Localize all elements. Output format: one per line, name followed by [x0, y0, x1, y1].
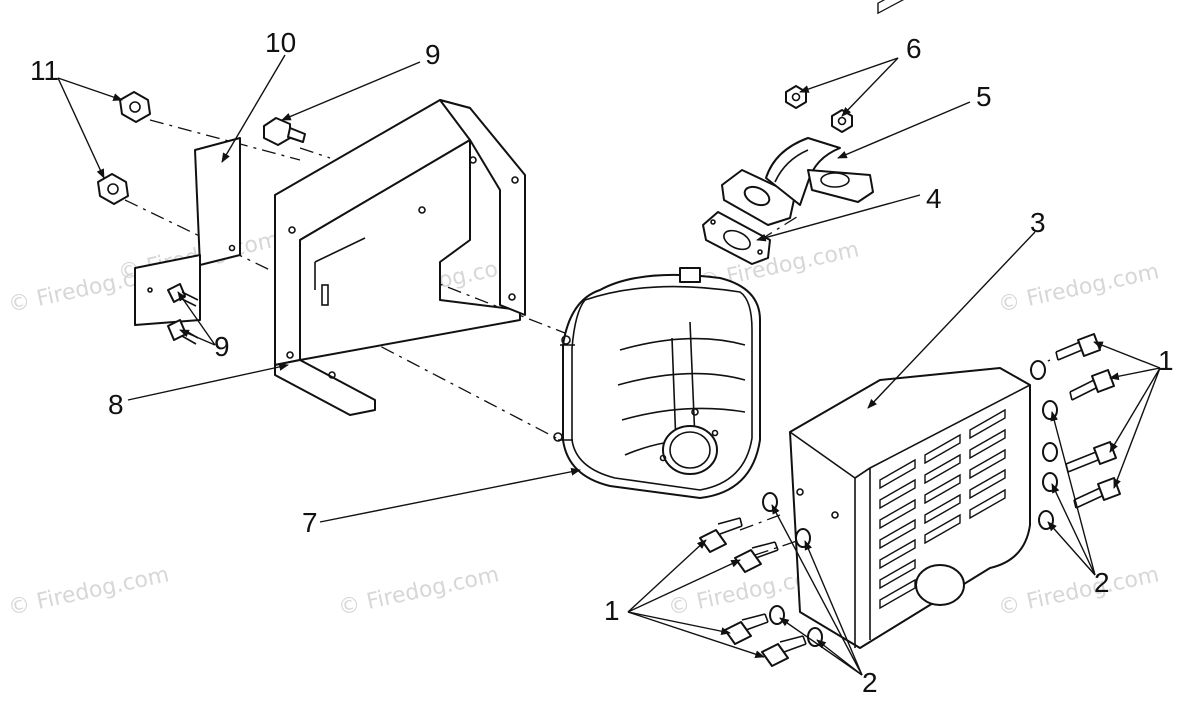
nuts-part-11: [97, 91, 151, 205]
leader-lines: [57, 54, 1161, 676]
callout-2-bottom: 2: [862, 667, 878, 698]
muffler-part-7: [553, 267, 761, 499]
muffler-cover-part-3: [789, 0, 1031, 649]
callout-1-left: 1: [604, 595, 620, 626]
mounting-bracket-part-8: [274, 99, 526, 416]
callout-11: 11: [30, 55, 59, 86]
callout-4: 4: [926, 183, 942, 214]
watermark: © Firedog.com: [996, 259, 1161, 317]
callout-10: 10: [265, 27, 296, 58]
callout-8: 8: [108, 389, 124, 420]
callout-6: 6: [906, 33, 922, 64]
gasket-part-4: [702, 211, 771, 265]
callout-5: 5: [976, 81, 992, 112]
callout-2-right: 2: [1094, 567, 1110, 598]
watermark: © Firedog.com: [6, 562, 171, 620]
callout-3: 3: [1030, 207, 1046, 238]
callout-1-right: 1: [1158, 345, 1174, 376]
watermark: © Firedog.com: [996, 562, 1161, 620]
exhaust-pipe-part-5: [721, 137, 874, 226]
watermark: © Firedog.com: [336, 562, 501, 620]
nuts-part-6: [785, 85, 853, 133]
callout-labels: 11 10 9 9 8 7 6 5 4 3 1 2 1 2: [30, 27, 1174, 698]
callout-9-top: 9: [425, 39, 441, 70]
side-bracket-part-10: [134, 137, 241, 326]
cover-slots: [877, 0, 913, 15]
callout-9-left: 9: [214, 331, 230, 362]
callout-7: 7: [302, 507, 318, 538]
